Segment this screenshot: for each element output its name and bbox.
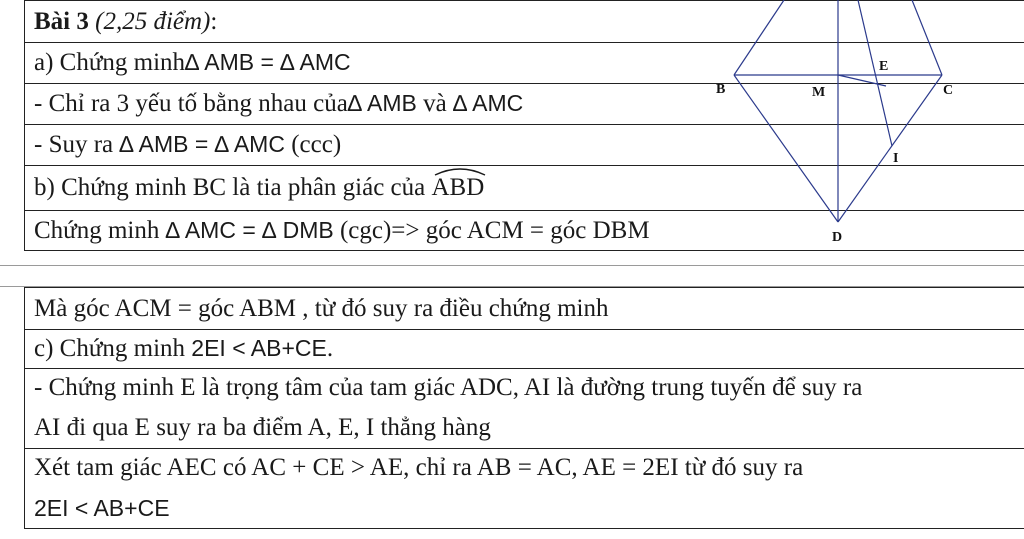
table-row: - Chứng minh E là trọng tâm của tam giác… xyxy=(24,368,1024,449)
part-a-text: a) Chứng minh xyxy=(34,49,186,76)
part-a-heading: a) Chứng minh∆ AMB = ∆ AMC xyxy=(24,42,1024,84)
problem-number: Bài 3 xyxy=(34,7,89,35)
step-text: Chứng minh xyxy=(34,216,166,244)
table-row: Mà góc ACM = góc ABM , từ đó suy ra điều… xyxy=(24,287,1024,330)
table-row: c) Chứng minh 2EI < AB+CE. xyxy=(24,329,1024,369)
heading-colon: : xyxy=(210,7,218,35)
step-text: . xyxy=(326,335,334,362)
angle-label: ABD xyxy=(431,174,485,201)
math-expression: ∆ AMB = ∆ AMC xyxy=(119,131,285,157)
solution-panel-top: Bài 3 (2,25 điểm): a) Chứng minh∆ AMB = … xyxy=(0,0,1024,265)
table-row: Bài 3 (2,25 điểm): xyxy=(24,0,1024,43)
math-expression: ∆ AMC = ∆ DMB xyxy=(165,216,334,243)
math-expression: ∆ AMC xyxy=(452,90,524,116)
step-text: - Chỉ ra 3 yếu tố bằng nhau của xyxy=(34,90,348,117)
part-a-step-1: - Chỉ ra 3 yếu tố bằng nhau của∆ AMB và … xyxy=(24,83,1024,125)
part-c-heading: c) Chứng minh 2EI < AB+CE. xyxy=(24,329,1024,369)
step-text: - Suy ra xyxy=(34,131,120,158)
part-c-step-1: - Chứng minh E là trọng tâm của tam giác… xyxy=(24,368,1024,449)
page-separator xyxy=(0,265,1024,287)
table-row: Xét tam giác AEC có AC + CE > AE, chỉ ra… xyxy=(24,448,1024,529)
step-text: và xyxy=(416,90,453,117)
part-c-text: c) Chứng minh xyxy=(34,335,192,362)
math-expression: ∆ AMB xyxy=(347,90,417,116)
math-expression: 2EI < AB+CE xyxy=(34,494,170,521)
table-row: Chứng minh ∆ AMC = ∆ DMB (cgc)=> góc ACM… xyxy=(24,210,1024,251)
angle-abd: ABD xyxy=(431,168,485,203)
part-b-text: b) Chứng minh BC là tia phân giác của xyxy=(34,174,432,201)
part-c-step-2: Xét tam giác AEC có AC + CE > AE, chỉ ra… xyxy=(24,448,1024,529)
problem-points: (2,25 điểm) xyxy=(88,7,211,35)
table-row: - Suy ra ∆ AMB = ∆ AMC (ccc) xyxy=(24,124,1024,166)
step-text: AI đi qua E suy ra ba điểm A, E, I thẳng… xyxy=(34,413,491,441)
problem-heading: Bài 3 (2,25 điểm): xyxy=(24,0,1024,43)
step-text: - Chứng minh E là trọng tâm của tam giác… xyxy=(34,373,863,401)
angle-arc-icon xyxy=(434,168,485,176)
part-b-step-1: Chứng minh ∆ AMC = ∆ DMB (cgc)=> góc ACM… xyxy=(24,210,1024,251)
step-text: (ccc) xyxy=(284,131,342,158)
part-b-heading: b) Chứng minh BC là tia phân giác của AB… xyxy=(24,165,1024,211)
table-row: a) Chứng minh∆ AMB = ∆ AMC xyxy=(24,42,1024,84)
part-b-conclusion: Mà góc ACM = góc ABM , từ đó suy ra điều… xyxy=(24,287,1024,330)
solution-panel-bottom: Mà góc ACM = góc ABM , từ đó suy ra điều… xyxy=(0,287,1024,539)
math-expression: 2EI < AB+CE xyxy=(191,335,327,361)
step-text: (cgc)=> góc ACM = góc DBM xyxy=(333,216,650,244)
math-expression: ∆ AMB = ∆ AMC xyxy=(185,49,351,75)
part-a-step-2: - Suy ra ∆ AMB = ∆ AMC (ccc) xyxy=(24,124,1024,166)
table-row: - Chỉ ra 3 yếu tố bằng nhau của∆ AMB và … xyxy=(24,83,1024,125)
solution-table-bottom: Mà góc ACM = góc ABM , từ đó suy ra điều… xyxy=(24,287,1024,529)
table-row: b) Chứng minh BC là tia phân giác của AB… xyxy=(24,165,1024,211)
solution-table-top: Bài 3 (2,25 điểm): a) Chứng minh∆ AMB = … xyxy=(24,0,1024,251)
step-text: Xét tam giác AEC có AC + CE > AE, chỉ ra… xyxy=(34,453,804,481)
